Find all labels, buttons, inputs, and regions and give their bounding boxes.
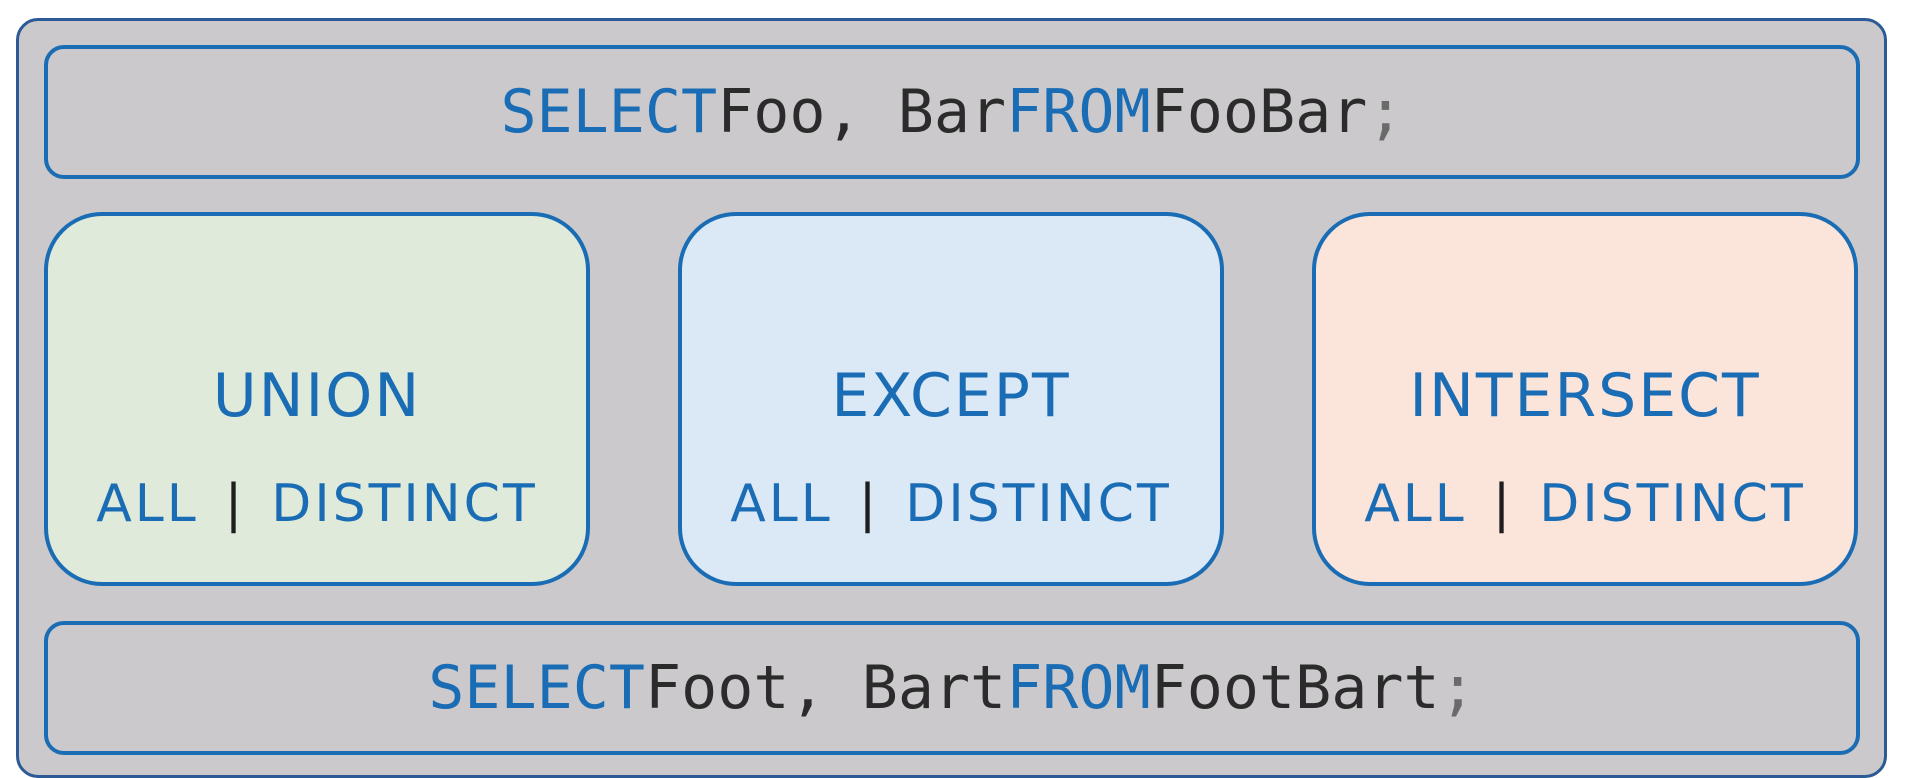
- statement-terminator: ;: [1367, 77, 1404, 147]
- operator-modifiers: ALL|DISTINCT: [1316, 478, 1854, 530]
- modifier-distinct: DISTINCT: [1539, 474, 1806, 534]
- from-keyword: FROM: [1006, 77, 1151, 147]
- operator-name: UNION: [212, 361, 422, 431]
- select-keyword: SELECT: [500, 77, 718, 147]
- intersect-operator-box: INTERSECT ALL|DISTINCT: [1312, 212, 1858, 586]
- operator-modifiers: ALL|DISTINCT: [682, 478, 1220, 530]
- modifier-separator: |: [858, 474, 880, 534]
- modifier-all: ALL: [96, 474, 199, 534]
- modifier-distinct: DISTINCT: [905, 474, 1172, 534]
- operator-name: EXCEPT: [831, 361, 1071, 431]
- modifier-separator: |: [1492, 474, 1514, 534]
- table-name: FootBart: [1150, 653, 1440, 723]
- statement-terminator: ;: [1439, 653, 1476, 723]
- column-list: Foot, Bart: [644, 653, 1007, 723]
- modifier-separator: |: [224, 474, 246, 534]
- from-keyword: FROM: [1006, 653, 1151, 723]
- operator-modifiers: ALL|DISTINCT: [48, 478, 586, 530]
- union-operator-box: UNION ALL|DISTINCT: [44, 212, 590, 586]
- select-keyword: SELECT: [428, 653, 645, 723]
- modifier-all: ALL: [730, 474, 833, 534]
- bottom-select-statement: SELECT Foot, Bart FROM FootBart;: [44, 621, 1860, 755]
- column-list: Foo, Bar: [717, 77, 1007, 147]
- top-select-statement: SELECT Foo, Bar FROM FooBar;: [44, 45, 1860, 179]
- modifier-all: ALL: [1364, 474, 1467, 534]
- table-name: FooBar: [1150, 77, 1368, 147]
- operator-name: INTERSECT: [1409, 361, 1761, 431]
- except-operator-box: EXCEPT ALL|DISTINCT: [678, 212, 1224, 586]
- modifier-distinct: DISTINCT: [271, 474, 538, 534]
